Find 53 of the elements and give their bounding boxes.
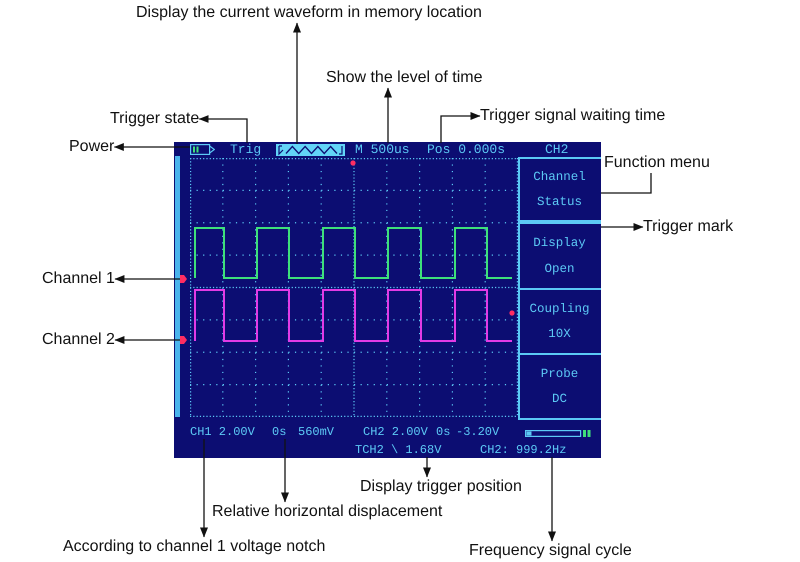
channel-readout: CH2 (545, 143, 568, 157)
callout-label: Power (69, 137, 114, 157)
callout-label: Display trigger position (360, 477, 522, 497)
callout-label: Trigger state (110, 109, 200, 129)
leader-arrow (281, 439, 289, 502)
callout-label: Channel 1 (42, 269, 115, 289)
frequency-readout: CH2: 999.2Hz (480, 443, 566, 457)
offset-readout: 0s (436, 425, 450, 439)
menu-title: Coupling (529, 302, 590, 316)
channel-marker-icon (180, 275, 187, 283)
volts-readout: CH1 2.00V (190, 425, 255, 439)
leader-arrow (200, 439, 208, 538)
offset-readout: 0s (272, 425, 286, 439)
menu-value: Status (536, 195, 582, 209)
callout-label: Trigger mark (643, 217, 734, 237)
leader-arrow (384, 88, 392, 143)
leader-line (601, 173, 652, 194)
leader-arrow (293, 22, 301, 144)
callout-label: Function menu (604, 153, 710, 173)
callout-label: Trigger signal waiting time (480, 106, 666, 126)
leader-arrow (198, 115, 248, 143)
leader-arrow (440, 112, 480, 143)
callout-label: Channel 2 (42, 330, 115, 350)
trigger-status: Trig (230, 143, 262, 157)
position-readout: Pos 0.000s (427, 143, 506, 157)
callout-label: Relative horizontal displacement (212, 502, 442, 522)
menu-panel (518, 157, 601, 420)
leader-arrow (114, 143, 190, 151)
battery-icon (190, 144, 215, 155)
menu-item (518, 157, 601, 222)
volts-readout: CH2 2.00V (363, 425, 428, 439)
leader-arrow (114, 275, 180, 283)
level-readout: 560mV (298, 425, 334, 439)
menu-item (518, 353, 601, 420)
trigger-readout: TCH2 \ 1.68V (355, 443, 442, 457)
leader-arrow (114, 336, 180, 344)
channel-marker-icon (180, 336, 187, 344)
callout-label: Frequency signal cycle (469, 541, 632, 561)
menu-title: Display (533, 236, 586, 250)
callout-label: According to channel 1 voltage notch (63, 537, 326, 557)
menu-value: 10X (548, 327, 571, 342)
callout-label: Show the level of time (326, 68, 483, 88)
leader-arrow (423, 457, 431, 478)
menu-title: Probe (540, 366, 578, 381)
menu-value: DC (552, 392, 567, 406)
leader-arrow (548, 457, 556, 542)
callout-label: Display the current waveform in memory location (136, 3, 482, 23)
leader-arrow (601, 223, 644, 231)
menu-value: Open (544, 262, 574, 276)
timebase-readout: M 500us (355, 143, 410, 157)
menu-title: Channel (533, 170, 586, 184)
level-readout: -3.20V (456, 425, 500, 439)
memory-bar-icon (276, 144, 345, 156)
